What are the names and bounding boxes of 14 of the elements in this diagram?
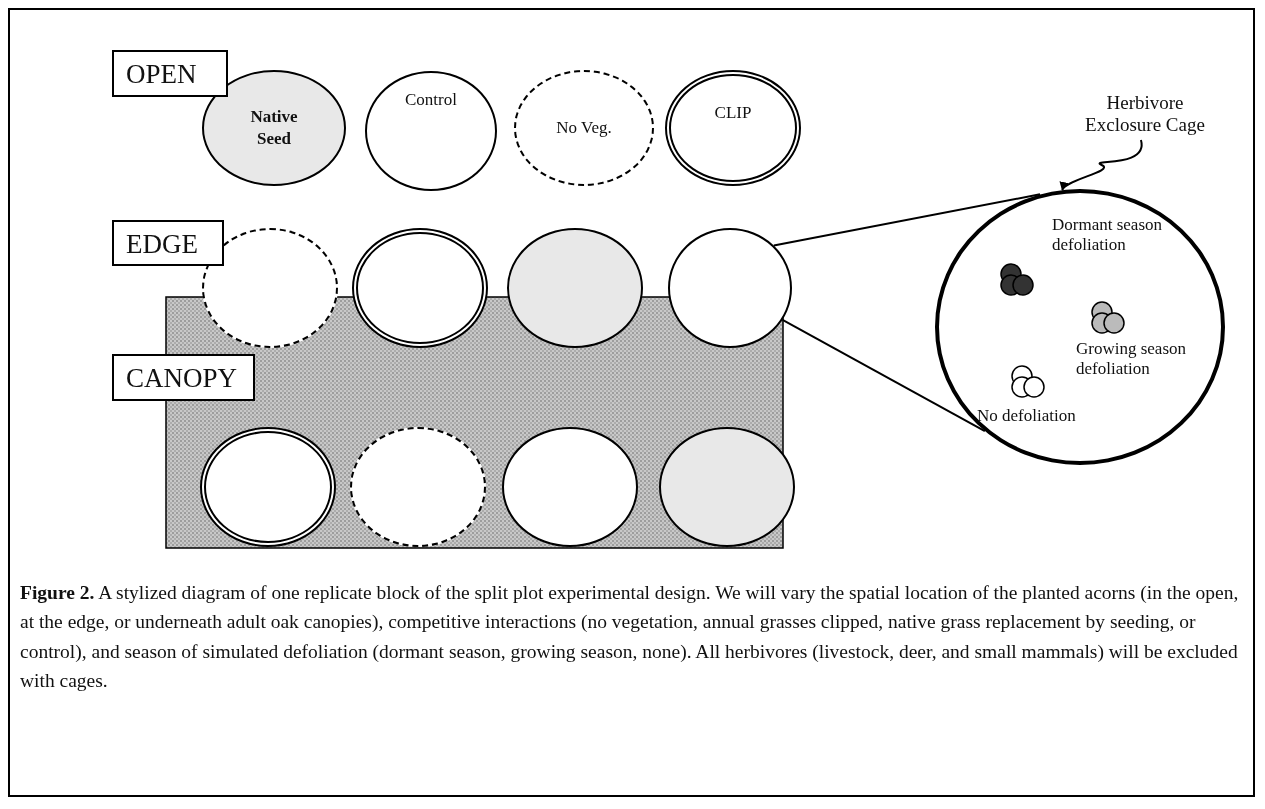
- row-label: EDGE: [112, 220, 224, 266]
- plot-label: No Veg.: [555, 116, 613, 139]
- cage-label: Herbivore Exclosure Cage: [1080, 92, 1210, 136]
- figure-caption: Figure 2. A stylized diagram of one replicate block of the split plot experimental design. We will vary the spatial location of the planted acorns (in the open, at the edge, or underneath adult oak canopies), competitive interactions (no vegetation, annual grasses clipped, native grass replacement by seeding, or control), and season of simulated defoliation (dormant season, growing season, none). All herbivores (livestock, deer, and small mammals) will be excluded with cages.: [20, 581, 1240, 693]
- plot-label: CLIP: [713, 102, 753, 124]
- plot-ellipse: [352, 228, 488, 348]
- plot-label: Control: [404, 89, 458, 111]
- treatment-label: Growing season defoliation: [1076, 339, 1187, 380]
- treatment-label: No defoliation: [977, 406, 1077, 427]
- row-label: OPEN: [112, 50, 228, 97]
- treatment-label: Dormant season defoliation: [1052, 215, 1162, 256]
- plot-ellipse: [507, 228, 643, 348]
- plot-label: Native Seed: [249, 105, 299, 150]
- row-label: CANOPY: [112, 354, 255, 401]
